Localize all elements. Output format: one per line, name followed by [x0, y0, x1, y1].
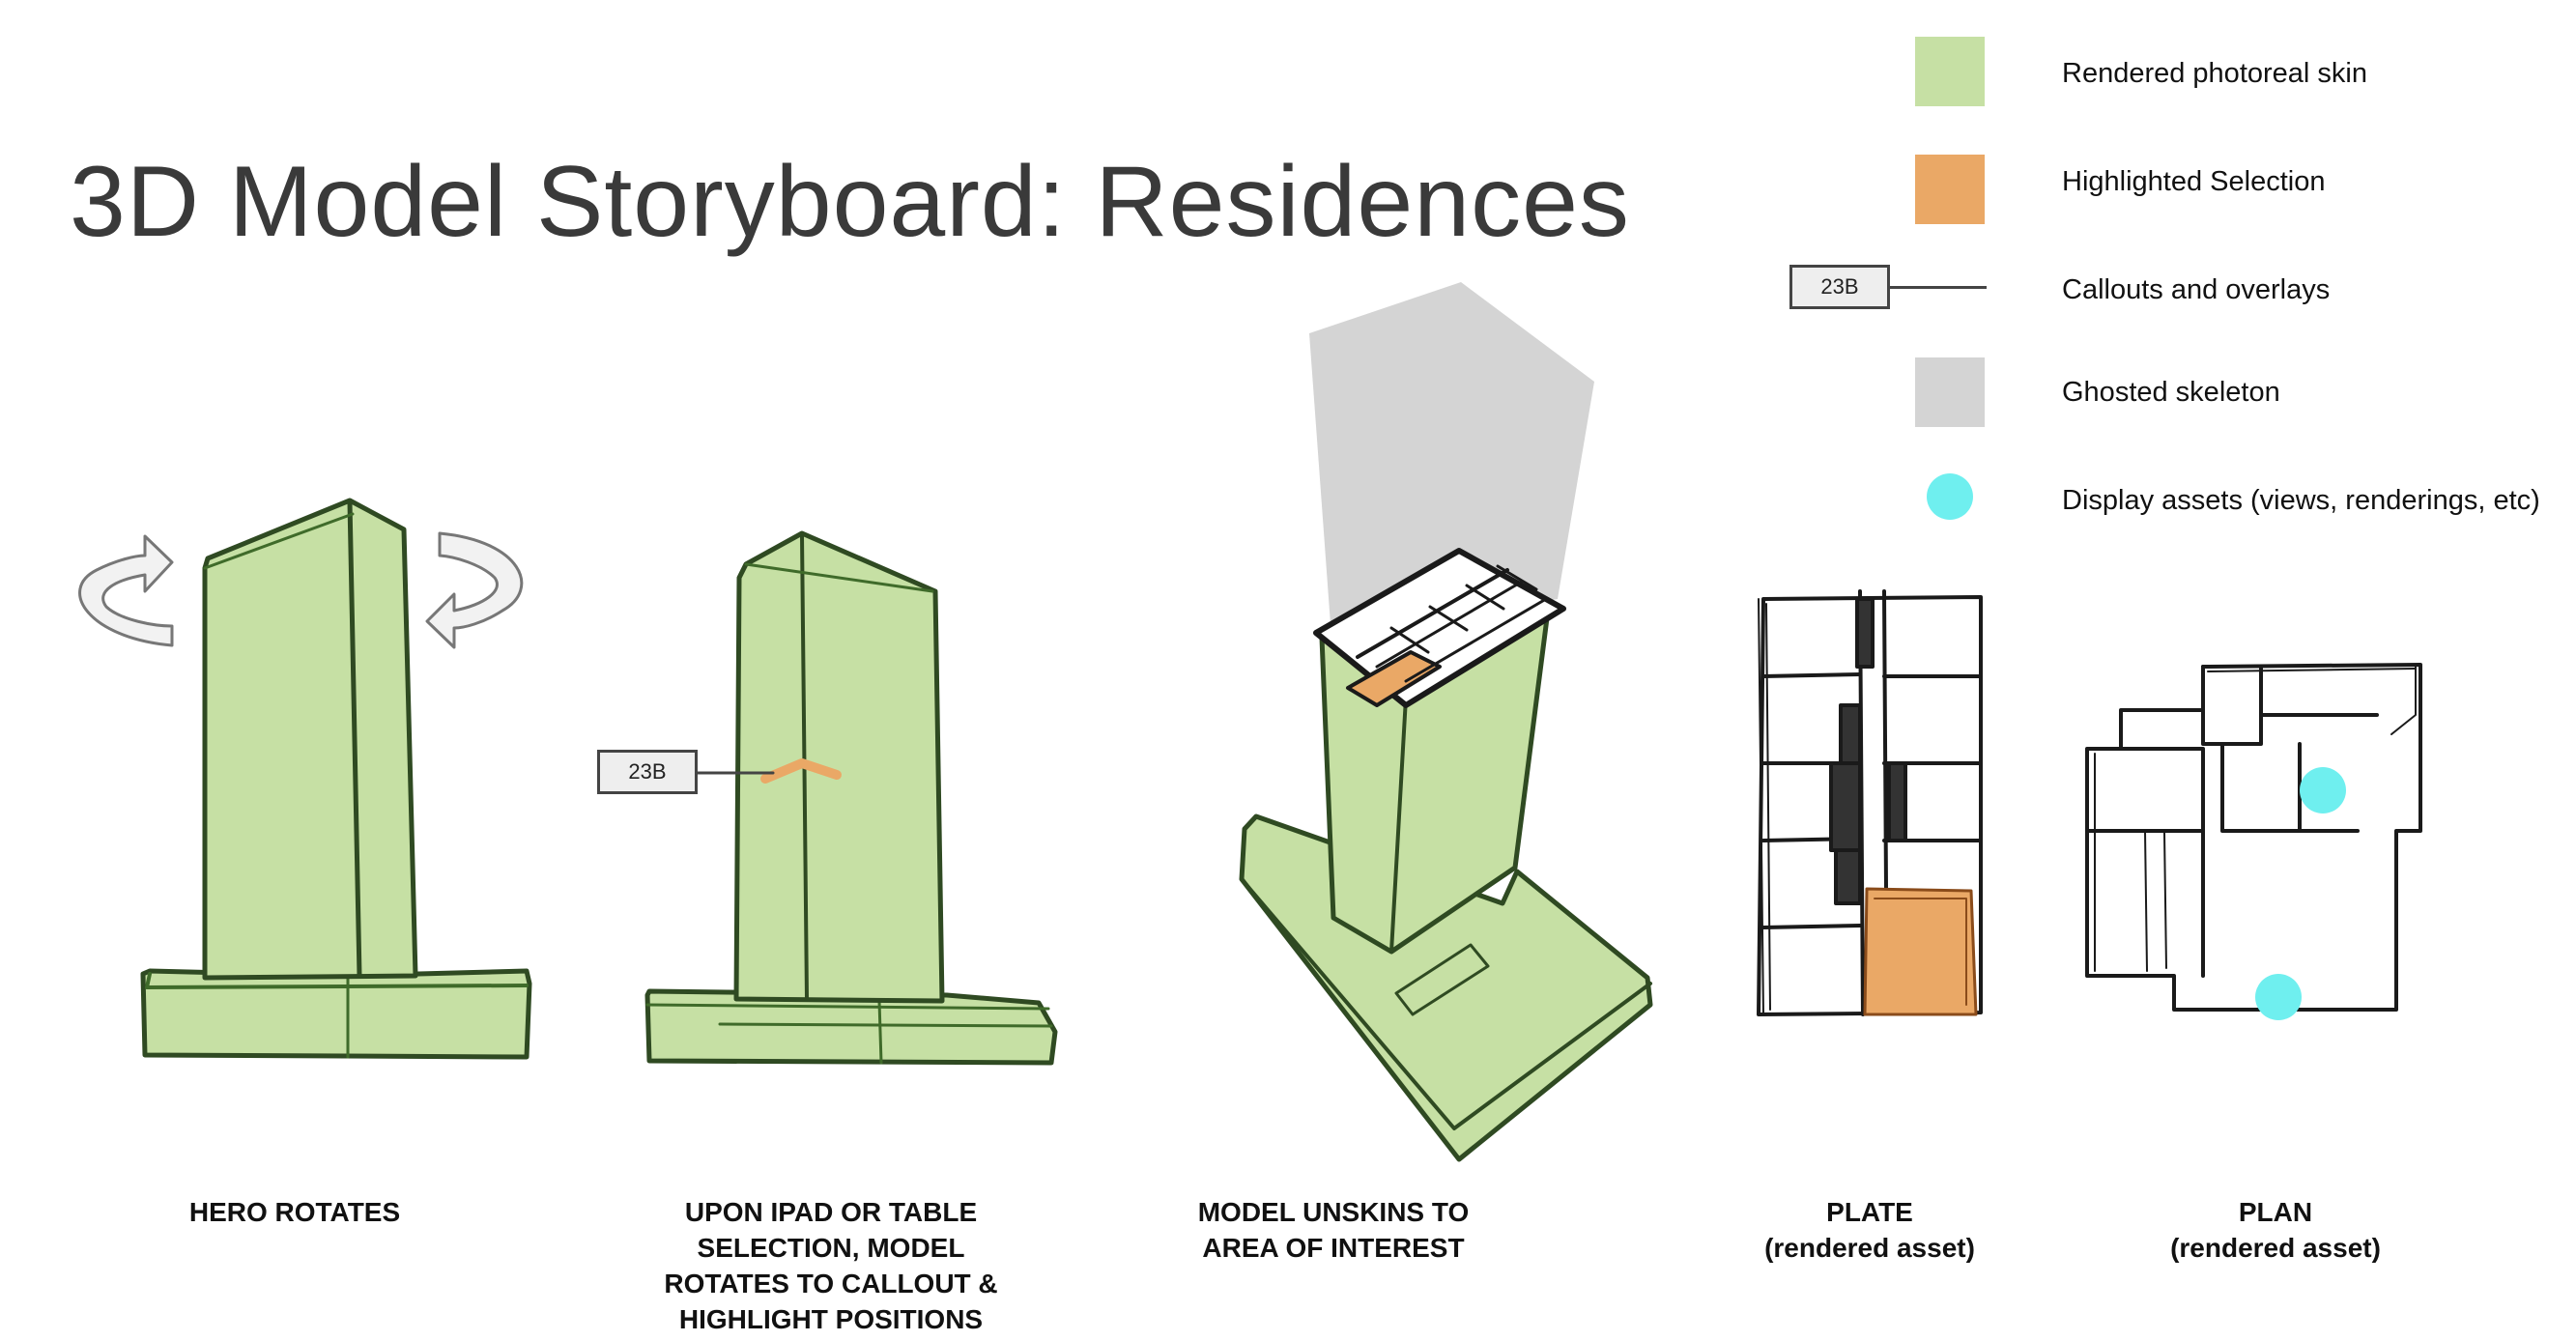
caption-callout-highlight: UPON IPAD OR TABLE SELECTION, MODEL ROTA… — [618, 1194, 1044, 1337]
legend-callout-line — [1890, 286, 1987, 289]
caption-line: UPON IPAD OR TABLE — [684, 1197, 978, 1227]
legend-swatch-skin — [1915, 37, 1985, 106]
plate-floor-sketch — [1757, 589, 1983, 1016]
legend-swatch-highlight — [1915, 155, 1985, 224]
caption-line: AREA OF INTEREST — [1202, 1233, 1465, 1263]
legend-label-highlight: Highlighted Selection — [2062, 166, 2326, 197]
caption-line: (rendered asset) — [2170, 1233, 2381, 1263]
plan-asset-marker-1-icon — [2300, 767, 2346, 813]
page-title: 3D Model Storyboard: Residences — [70, 146, 1630, 258]
plan-floor-sketch — [2085, 663, 2422, 1012]
caption-line: HIGHLIGHT POSITIONS — [678, 1304, 984, 1334]
caption-line: PLATE — [1826, 1197, 1913, 1227]
unskinned-model-sketch — [1239, 282, 1653, 1162]
legend-label-asset: Display assets (views, renderings, etc) — [2062, 485, 2540, 516]
caption-hero-rotates: HERO ROTATES — [126, 1194, 464, 1230]
caption-model-unskins: MODEL UNSKINS TO AREA OF INTEREST — [1150, 1194, 1517, 1266]
legend-swatch-ghost — [1915, 357, 1985, 427]
callout-tower-sketch — [644, 530, 1058, 1066]
legend-swatch-asset — [1927, 473, 1973, 520]
caption-line: PLAN — [2238, 1197, 2313, 1227]
hero-tower-sketch — [78, 498, 532, 1060]
panel-callout-box: 23B — [597, 750, 698, 794]
legend-label-ghost: Ghosted skeleton — [2062, 377, 2280, 408]
rotate-right-arrow-icon — [425, 531, 524, 649]
caption-line: ROTATES TO CALLOUT & — [664, 1269, 998, 1298]
caption-plate: PLATE (rendered asset) — [1720, 1194, 2019, 1266]
legend-callout-box: 23B — [1789, 265, 1890, 309]
caption-line: HERO ROTATES — [188, 1197, 401, 1227]
plan-asset-marker-2-icon — [2255, 974, 2302, 1020]
caption-line: SELECTION, MODEL — [697, 1233, 965, 1263]
rotate-left-arrow-icon — [78, 534, 174, 647]
caption-line: (rendered asset) — [1764, 1233, 1975, 1263]
legend-label-skin: Rendered photoreal skin — [2062, 58, 2367, 89]
caption-line: MODEL UNSKINS TO — [1197, 1197, 1470, 1227]
caption-plan: PLAN (rendered asset) — [2126, 1194, 2425, 1266]
legend-label-callout: Callouts and overlays — [2062, 274, 2331, 305]
